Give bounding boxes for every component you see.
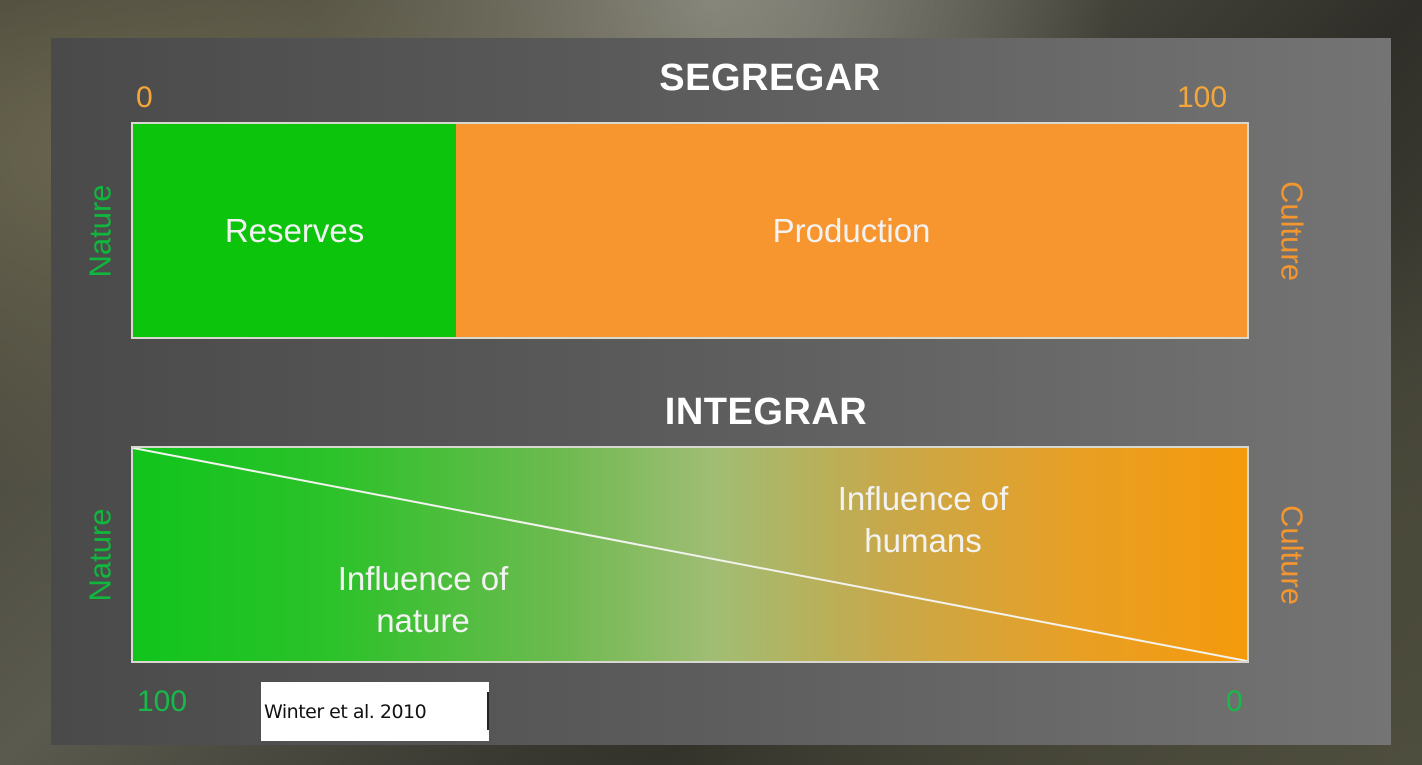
segregar-bar: Reserves Production	[131, 122, 1249, 339]
diagram-panel: SEGREGAR 0 100 Nature Culture Reserves P…	[51, 38, 1391, 745]
influence-of-humans-label: Influence of humans	[773, 478, 1073, 562]
segregar-title: SEGREGAR	[659, 57, 881, 99]
integrar-scale-left: 100	[137, 685, 188, 718]
segregar-nature-label: Nature	[82, 184, 118, 278]
influence-of-nature-label: Influence of nature	[293, 558, 553, 642]
influence-of-humans-line1: Influence of	[837, 480, 1009, 517]
diagonal-divider	[133, 448, 1247, 661]
integrar-title: INTEGRAR	[664, 391, 868, 433]
production-segment: Production	[456, 124, 1247, 337]
segregar-scale-min: 0	[136, 81, 153, 114]
integrar-bar: Influence of nature Influence of humans	[131, 446, 1249, 663]
integrar-culture-label: Culture	[1274, 505, 1310, 605]
reserves-label: Reserves	[224, 211, 365, 249]
integrar-nature-label: Nature	[82, 508, 118, 602]
influence-of-nature-line1: Influence of	[337, 560, 509, 597]
citation-box: Winter et al. 2010	[261, 682, 489, 741]
citation-text: Winter et al. 2010	[264, 700, 427, 723]
integrar-scale-right: 0	[1226, 685, 1243, 718]
production-label: Production	[772, 211, 931, 249]
influence-of-humans-line2: humans	[864, 522, 982, 559]
segregar-scale-max: 100	[1177, 81, 1228, 114]
reserves-segment: Reserves	[133, 124, 457, 337]
segregar-culture-label: Culture	[1274, 181, 1310, 281]
influence-of-nature-line2: nature	[376, 602, 470, 639]
